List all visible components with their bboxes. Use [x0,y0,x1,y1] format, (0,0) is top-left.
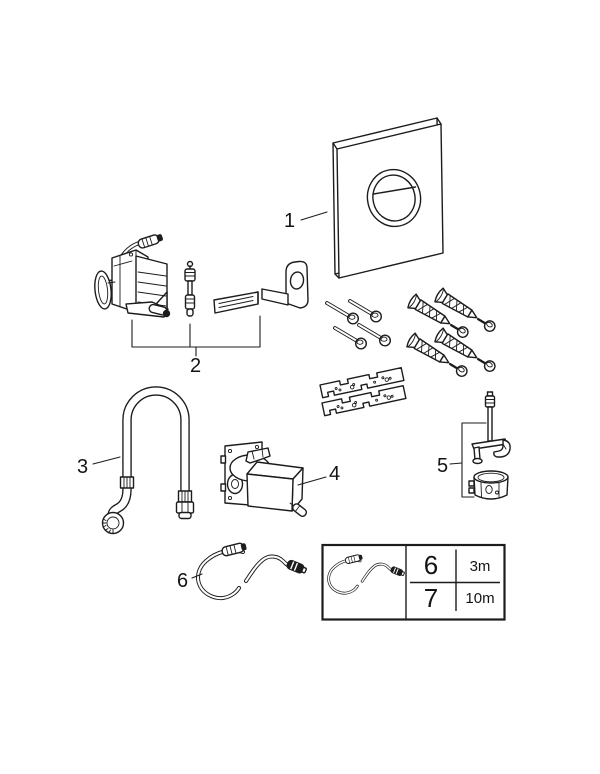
callout-label-5: 5 [437,455,449,477]
callout-line-3 [92,456,121,465]
legend-table-grid [321,543,506,621]
callout-label-3: 3 [77,456,89,478]
water-supply-hose-drawing [101,386,195,535]
callout-line-6 [191,573,203,579]
legend-row1-length: 3m [469,558,491,575]
callout-bracket-2 [131,315,261,357]
callout-label-2: 2 [190,355,202,377]
wall-anchors-drawing [404,286,500,382]
callout-bracket-5 [449,422,487,498]
mounting-plates-drawing [319,367,407,417]
screws-drawing [325,299,393,351]
connection-cable-drawing [196,539,310,601]
legend-row1-part-no: 6 [423,550,439,580]
callout-line-1 [300,211,328,221]
callout-label-6: 6 [177,570,189,592]
legend-row2-part-no: 7 [423,583,439,613]
flush-lever-unit-drawing [94,234,171,318]
callout-label-4: 4 [329,463,341,485]
actuator-rod-and-housing-drawing [468,391,511,500]
spindle-drawing [184,260,196,317]
mounting-bracket-drawing [213,260,309,314]
flush-plate-drawing [332,117,444,279]
legend-row2-length: 10m [465,590,495,607]
callout-line-4 [297,476,327,486]
servo-unit-drawing [220,441,308,517]
callout-label-1: 1 [284,210,296,232]
legend-cable-drawing [327,552,407,595]
